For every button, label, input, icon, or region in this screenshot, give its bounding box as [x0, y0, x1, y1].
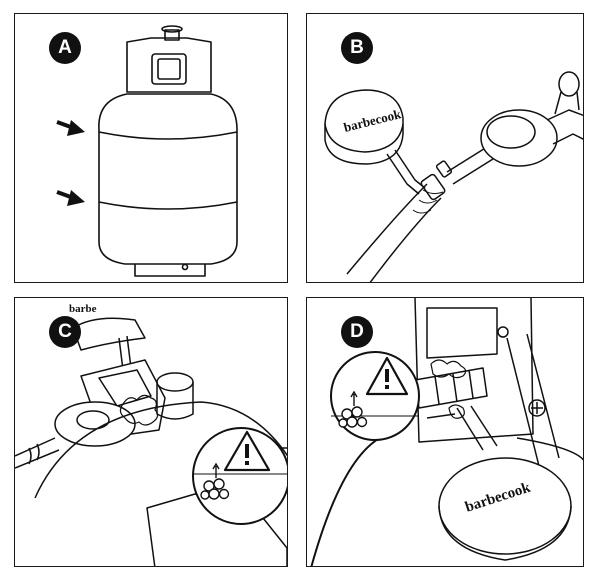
- barbecue-connection-illustration: barbecook: [310, 298, 583, 566]
- step-badge-b: B: [341, 32, 373, 64]
- leak-test-bottle-illustration: barbe: [15, 303, 287, 566]
- panel-d: D: [306, 297, 584, 567]
- warning-triangle-icon: [223, 430, 271, 472]
- panel-a: A: [14, 13, 288, 283]
- brand-label: barbe: [69, 303, 97, 315]
- step-badge-a: A: [49, 32, 81, 64]
- step-badge-c: C: [49, 316, 81, 348]
- regulator-hose-illustration: barbecook: [324, 71, 583, 282]
- gas-bottle-illustration: [56, 25, 238, 277]
- bubbles-icon: [338, 390, 368, 428]
- zoom-detail-circle: [330, 351, 420, 441]
- panel-c: C: [14, 297, 288, 567]
- warning-triangle-icon: [365, 356, 409, 396]
- zoom-detail-circle: [192, 427, 287, 525]
- step-badge-d: D: [341, 316, 373, 348]
- arrow-right-icon: [56, 190, 85, 206]
- panel-b: B barbecook: [306, 13, 584, 283]
- bubbles-icon: [200, 462, 230, 500]
- arrow-right-icon: [56, 120, 85, 136]
